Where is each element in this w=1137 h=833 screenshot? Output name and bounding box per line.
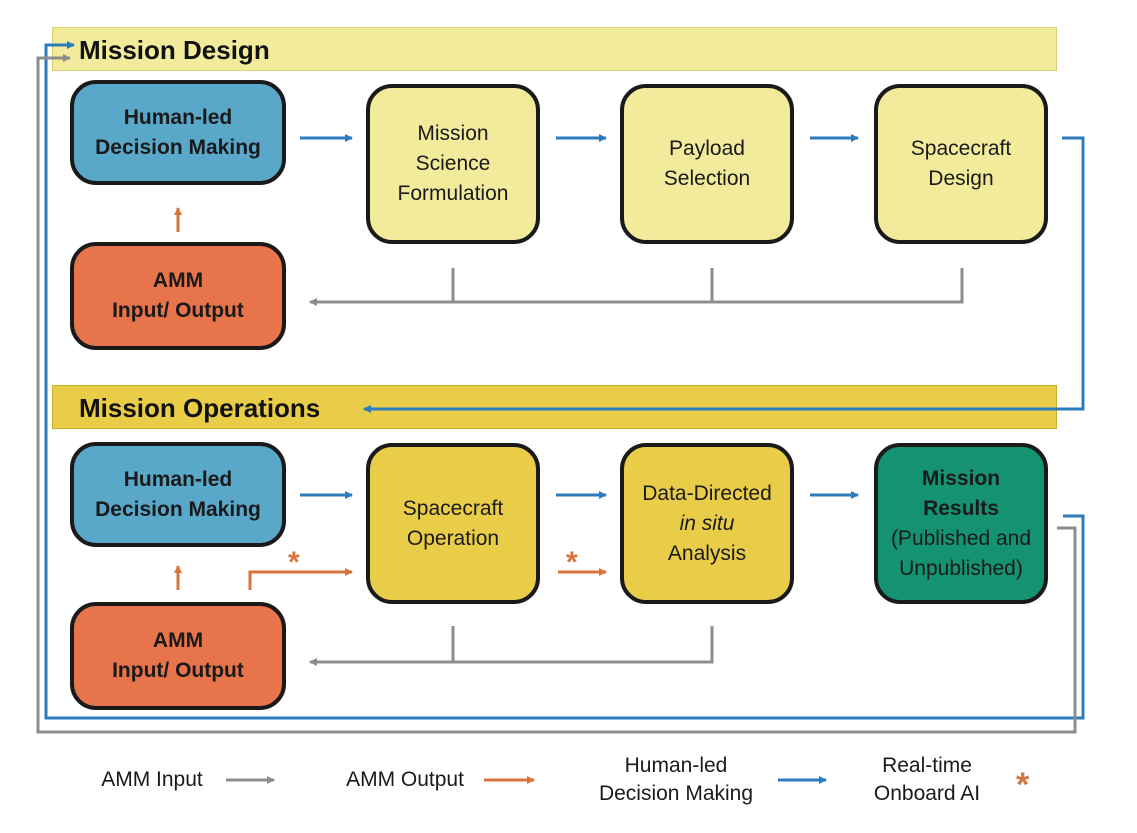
design-to-operations-arrow	[363, 136, 1085, 413]
design-feedback-lines	[310, 268, 964, 302]
mission-operations-band: Mission Operations	[52, 385, 1057, 429]
orange-asterisk-icon: *	[1016, 766, 1030, 804]
spacecraft-design-box: Spacecraft Design	[874, 84, 1048, 244]
legend-human-led-label: Human-led Decision Making	[598, 754, 754, 805]
spacecraft-operation-box: Spacecraft Operation	[366, 443, 540, 604]
design-human-led-box: Human-led Decision Making	[70, 80, 286, 185]
blue-outer-loop	[44, 41, 1085, 720]
ops-onboard-ai-star-1: *	[288, 546, 300, 579]
ops-onboard-ai-star-2: *	[566, 546, 578, 579]
ops-feedback-lines	[310, 626, 714, 662]
gray-outer-loop	[36, 54, 1077, 734]
payload-selection-box: Payload Selection	[620, 84, 794, 244]
ops-amm-box: AMM Input/ Output	[70, 602, 286, 710]
ops-human-led-box: Human-led Decision Making	[70, 442, 286, 547]
mission-design-band: Mission Design	[52, 27, 1057, 71]
mission-results-box: Mission Results(Published and Unpublishe…	[874, 443, 1048, 604]
design-amm-box: AMM Input/ Output	[70, 242, 286, 350]
mission-design-title: Mission Design	[79, 35, 270, 65]
legend-realtime-ai-label: Real-time Onboard AI	[873, 754, 981, 805]
legend-amm-output-label: AMM Output	[346, 768, 464, 791]
mission-science-formulation-box: Mission Science Formulation	[366, 84, 540, 244]
legend-amm-input-label: AMM Input	[101, 768, 203, 791]
mission-operations-title: Mission Operations	[79, 393, 321, 423]
ops-arrow-amm-to-operation	[248, 568, 353, 590]
